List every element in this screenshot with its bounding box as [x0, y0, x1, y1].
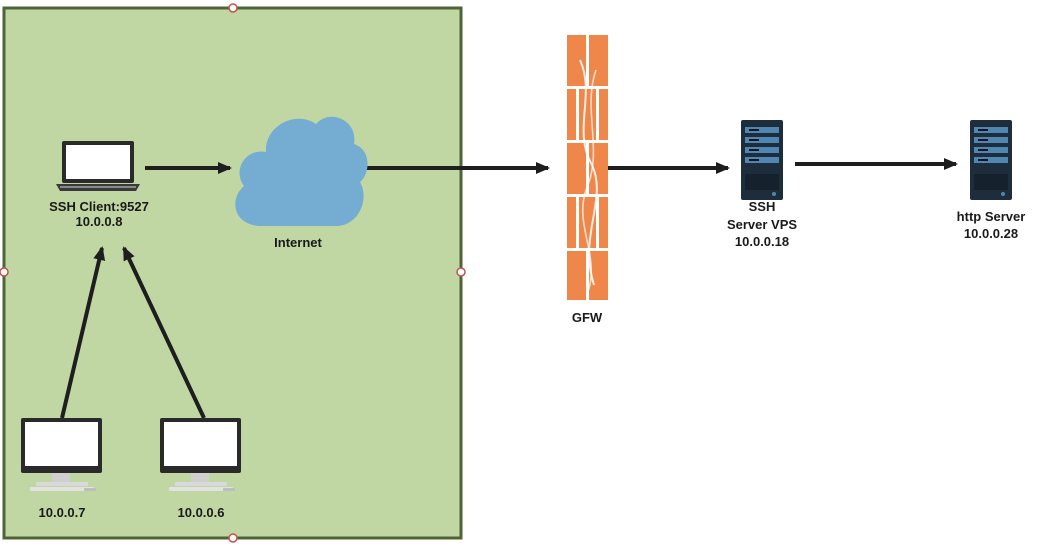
arrow-host-b-to-client[interactable]	[122, 246, 206, 419]
http-server-node[interactable]: http Server 10.0.0.28	[957, 120, 1026, 241]
resize-handle-right[interactable]	[456, 267, 466, 277]
http-server-label: http Server	[957, 209, 1026, 224]
laptop-icon	[56, 141, 140, 191]
ssh-server-label-top: SSH	[749, 199, 776, 214]
ssh-server-node[interactable]: SSH Server VPS 10.0.0.18	[727, 120, 797, 249]
monitor-icon	[160, 418, 241, 491]
ssh-server-label: Server VPS	[727, 217, 797, 232]
monitor-icon	[21, 418, 102, 491]
ssh-client-label: SSH Client:9527	[49, 199, 149, 214]
ssh-client-ip: 10.0.0.8	[76, 214, 123, 229]
host-b-ip: 10.0.0.6	[178, 505, 225, 520]
http-server-ip: 10.0.0.28	[964, 226, 1018, 241]
resize-handle-left[interactable]	[0, 267, 9, 277]
server-icon	[970, 120, 1012, 200]
internet-label: Internet	[274, 235, 322, 250]
ssh-client-node[interactable]: SSH Client:9527 10.0.0.8	[49, 141, 149, 229]
host-b-node[interactable]: 10.0.0.6	[160, 418, 241, 520]
firewall-icon	[567, 35, 608, 300]
gfw-node[interactable]: GFW	[567, 35, 608, 325]
ssh-server-ip: 10.0.0.18	[735, 234, 789, 249]
server-icon	[741, 120, 783, 200]
internet-node[interactable]: Internet	[235, 116, 368, 250]
resize-handle-bottom[interactable]	[228, 533, 238, 543]
resize-handle-top[interactable]	[228, 3, 238, 13]
connectors	[60, 158, 958, 419]
arrow-host-a-to-client[interactable]	[60, 246, 106, 419]
host-a-node[interactable]: 10.0.0.7	[21, 418, 102, 520]
cloud-icon	[235, 116, 368, 226]
host-a-ip: 10.0.0.7	[39, 505, 86, 520]
gfw-label: GFW	[572, 310, 603, 325]
